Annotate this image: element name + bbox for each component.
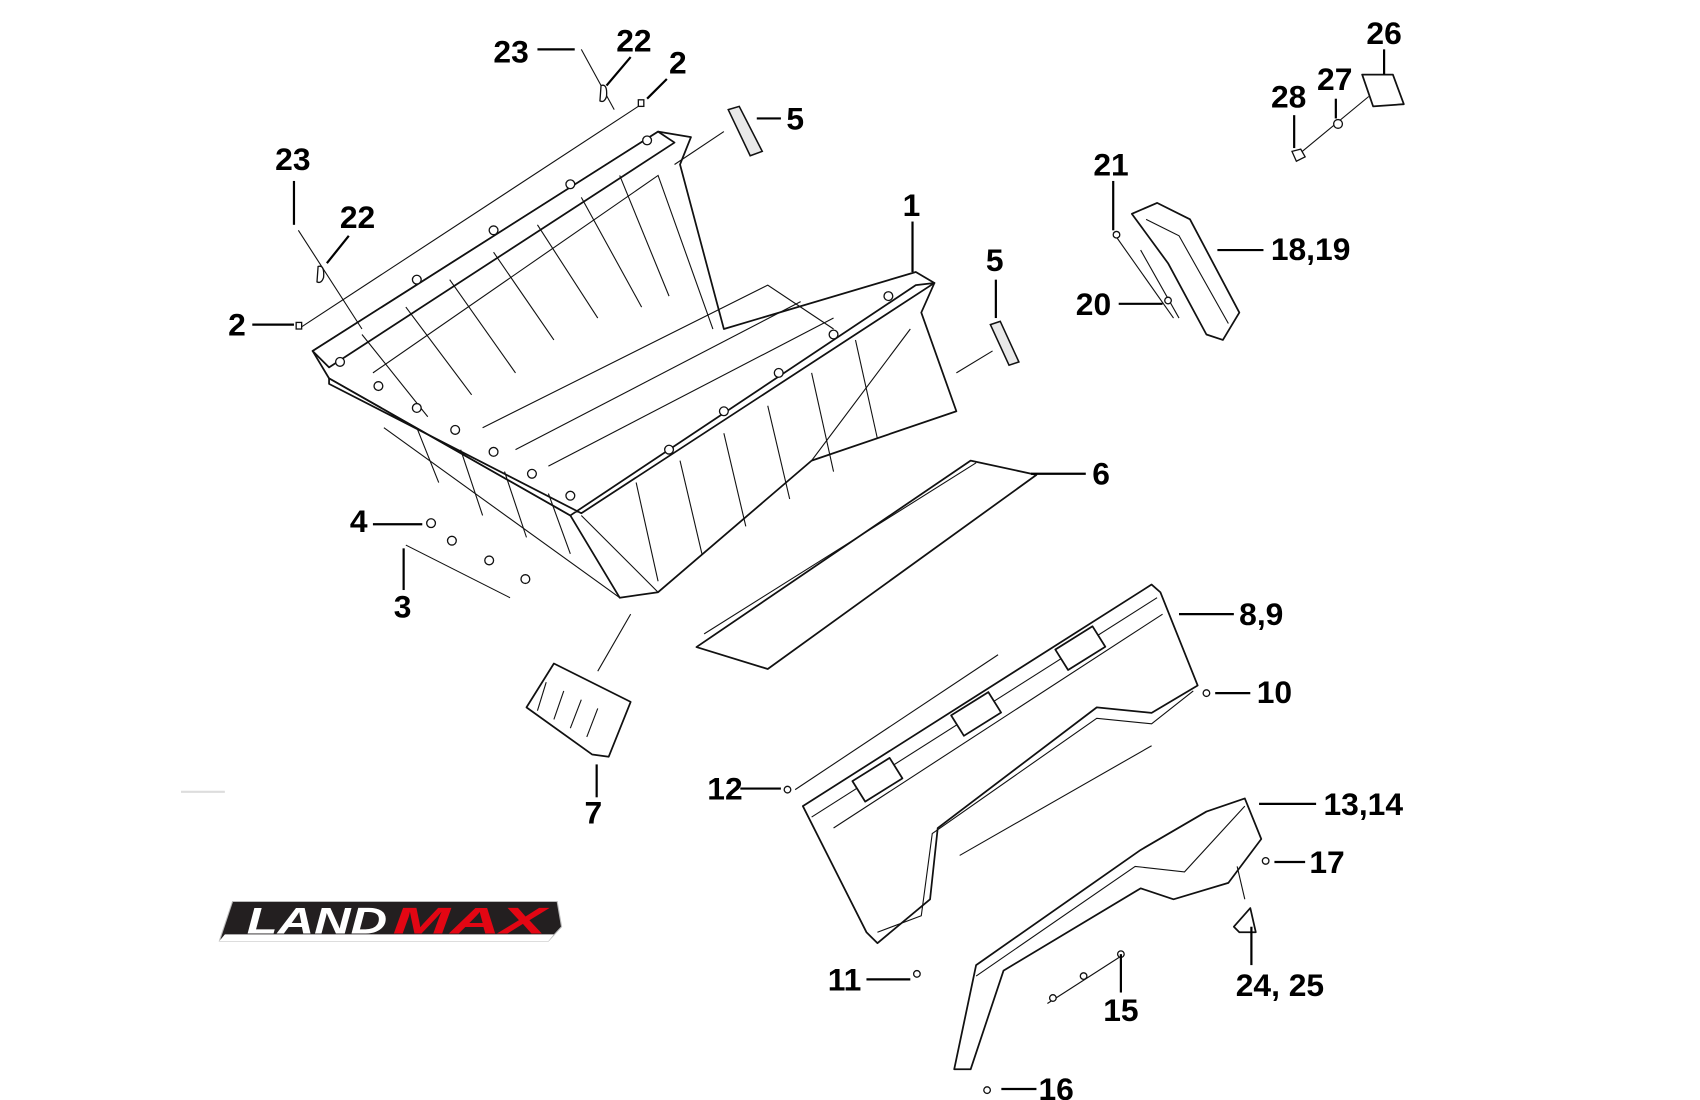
callout-20: 20 [1076, 286, 1111, 322]
callouts: 1 2 2 3 4 5 5 6 7 8,9 10 11 12 13,14 15 … [228, 15, 1403, 1100]
callout-23: 23 [275, 141, 310, 177]
fender[interactable] [953, 797, 1263, 1071]
callout-3: 3 [394, 588, 412, 624]
callout-23: 23 [493, 34, 528, 70]
callout-4: 4 [350, 503, 368, 539]
callout-27: 27 [1317, 61, 1352, 97]
callout-18-19: 18,19 [1271, 231, 1351, 267]
callout-26: 26 [1366, 15, 1401, 51]
callout-21: 21 [1093, 146, 1128, 182]
bracket[interactable] [1130, 202, 1241, 341]
callout-7: 7 [585, 795, 603, 831]
callout-28: 28 [1271, 78, 1306, 114]
plate[interactable] [1291, 73, 1405, 163]
callout-1: 1 [903, 187, 921, 223]
callout-16: 16 [1038, 1071, 1073, 1100]
callout-11: 11 [828, 961, 862, 997]
cargo-box[interactable] [311, 130, 958, 599]
landmax-logo: LAND MAX [218, 899, 563, 942]
side-panel[interactable] [794, 583, 1199, 945]
callout-22: 22 [340, 199, 375, 235]
callout-5: 5 [786, 100, 804, 136]
callout-17: 17 [1309, 844, 1344, 880]
bumper-pad[interactable] [989, 320, 1020, 367]
callout-2: 2 [228, 307, 246, 343]
divider-part[interactable] [525, 613, 632, 758]
callout-12: 12 [707, 771, 742, 807]
callout-8-9: 8,9 [1239, 596, 1283, 632]
svg-text:MAX: MAX [393, 899, 551, 941]
fasteners [295, 49, 1270, 1095]
callout-15: 15 [1103, 992, 1138, 1028]
callout-6: 6 [1092, 456, 1110, 492]
callout-10: 10 [1257, 674, 1292, 710]
bumper-pad[interactable] [727, 105, 764, 157]
callout-2: 2 [669, 44, 687, 80]
callout-5: 5 [986, 242, 1004, 278]
callout-13-14: 13,14 [1323, 786, 1403, 822]
callout-24-25: 24, 25 [1236, 967, 1324, 1003]
leader-lines [252, 48, 1386, 1091]
callout-22: 22 [616, 23, 651, 59]
svg-text:LAND: LAND [247, 899, 387, 941]
